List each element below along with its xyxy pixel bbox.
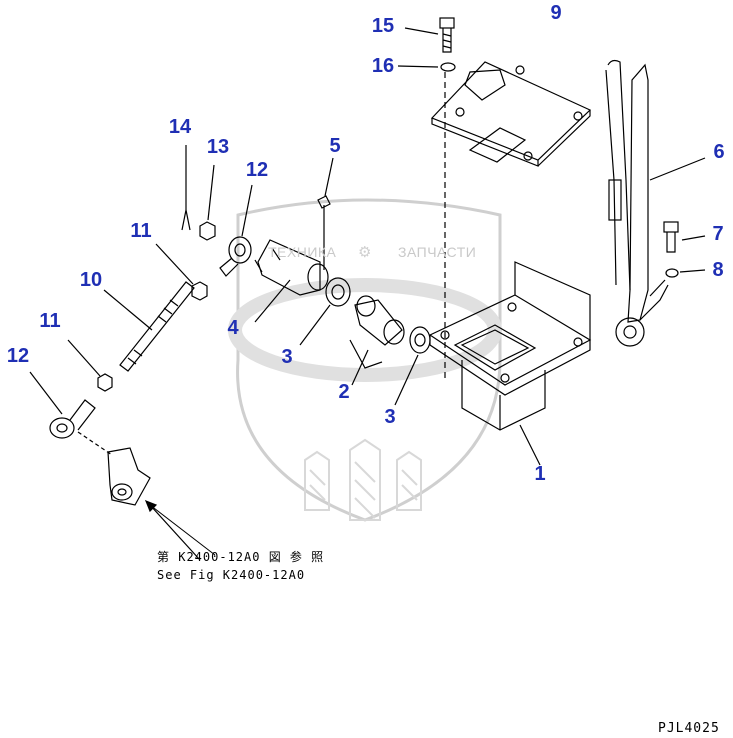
pin-part-5 [317,195,331,209]
callout-1: 1 [534,463,546,485]
clevis [107,447,151,506]
callout-14: 14 [168,116,192,138]
callout-5: 5 [329,135,341,157]
washer-part-16 [440,62,456,72]
callout-3-left: 3 [281,346,293,368]
figure-code: PJL4025 [658,721,720,736]
callout-12-upper: 12 [245,159,269,181]
callout-11-upper: 11 [130,220,152,242]
bushing-part-3-right [409,326,431,354]
washer-part-8 [665,268,679,278]
callout-13: 13 [206,136,230,158]
callout-11-lower: 11 [39,310,61,332]
nut-part-13 [199,221,216,241]
nut-part-11-lower [97,373,113,392]
lever-part-6 [627,63,649,323]
housing-part-1 [428,294,592,386]
rod-part-10 [119,281,195,372]
callout-10: 10 [79,269,103,291]
bushing-part-3-left [325,277,351,307]
callout-2: 2 [338,381,350,403]
callout-16: 16 [371,55,395,77]
rod-end-part-12-upper [228,236,252,264]
watermark-text-right: ЗАПЧАСТИ [398,244,477,260]
rod-end-part-12-lower [49,417,75,439]
pin-part-14 [181,209,191,231]
callout-9: 9 [550,2,562,24]
callout-15: 15 [371,15,395,37]
nut-part-11 [191,281,208,301]
callout-3-right: 3 [384,406,396,428]
callout-7: 7 [712,223,724,245]
reference-note-en: See Fig K2400-12A0 [157,568,306,582]
callout-8: 8 [712,259,724,281]
bolt-part-15 [439,17,455,29]
watermark-text-left: ТЕХНИКА [268,244,337,260]
reference-note-jp: 第 K2400-12A0 図 参 照 [157,550,325,564]
collar-part-2 [354,299,403,346]
callout-12-lower: 12 [6,345,30,367]
gear-icon: ⚙ [358,244,372,261]
drawing-lines [29,17,706,561]
bolt-part-7 [663,221,679,233]
callout-4: 4 [227,317,239,339]
callout-6: 6 [713,141,725,163]
